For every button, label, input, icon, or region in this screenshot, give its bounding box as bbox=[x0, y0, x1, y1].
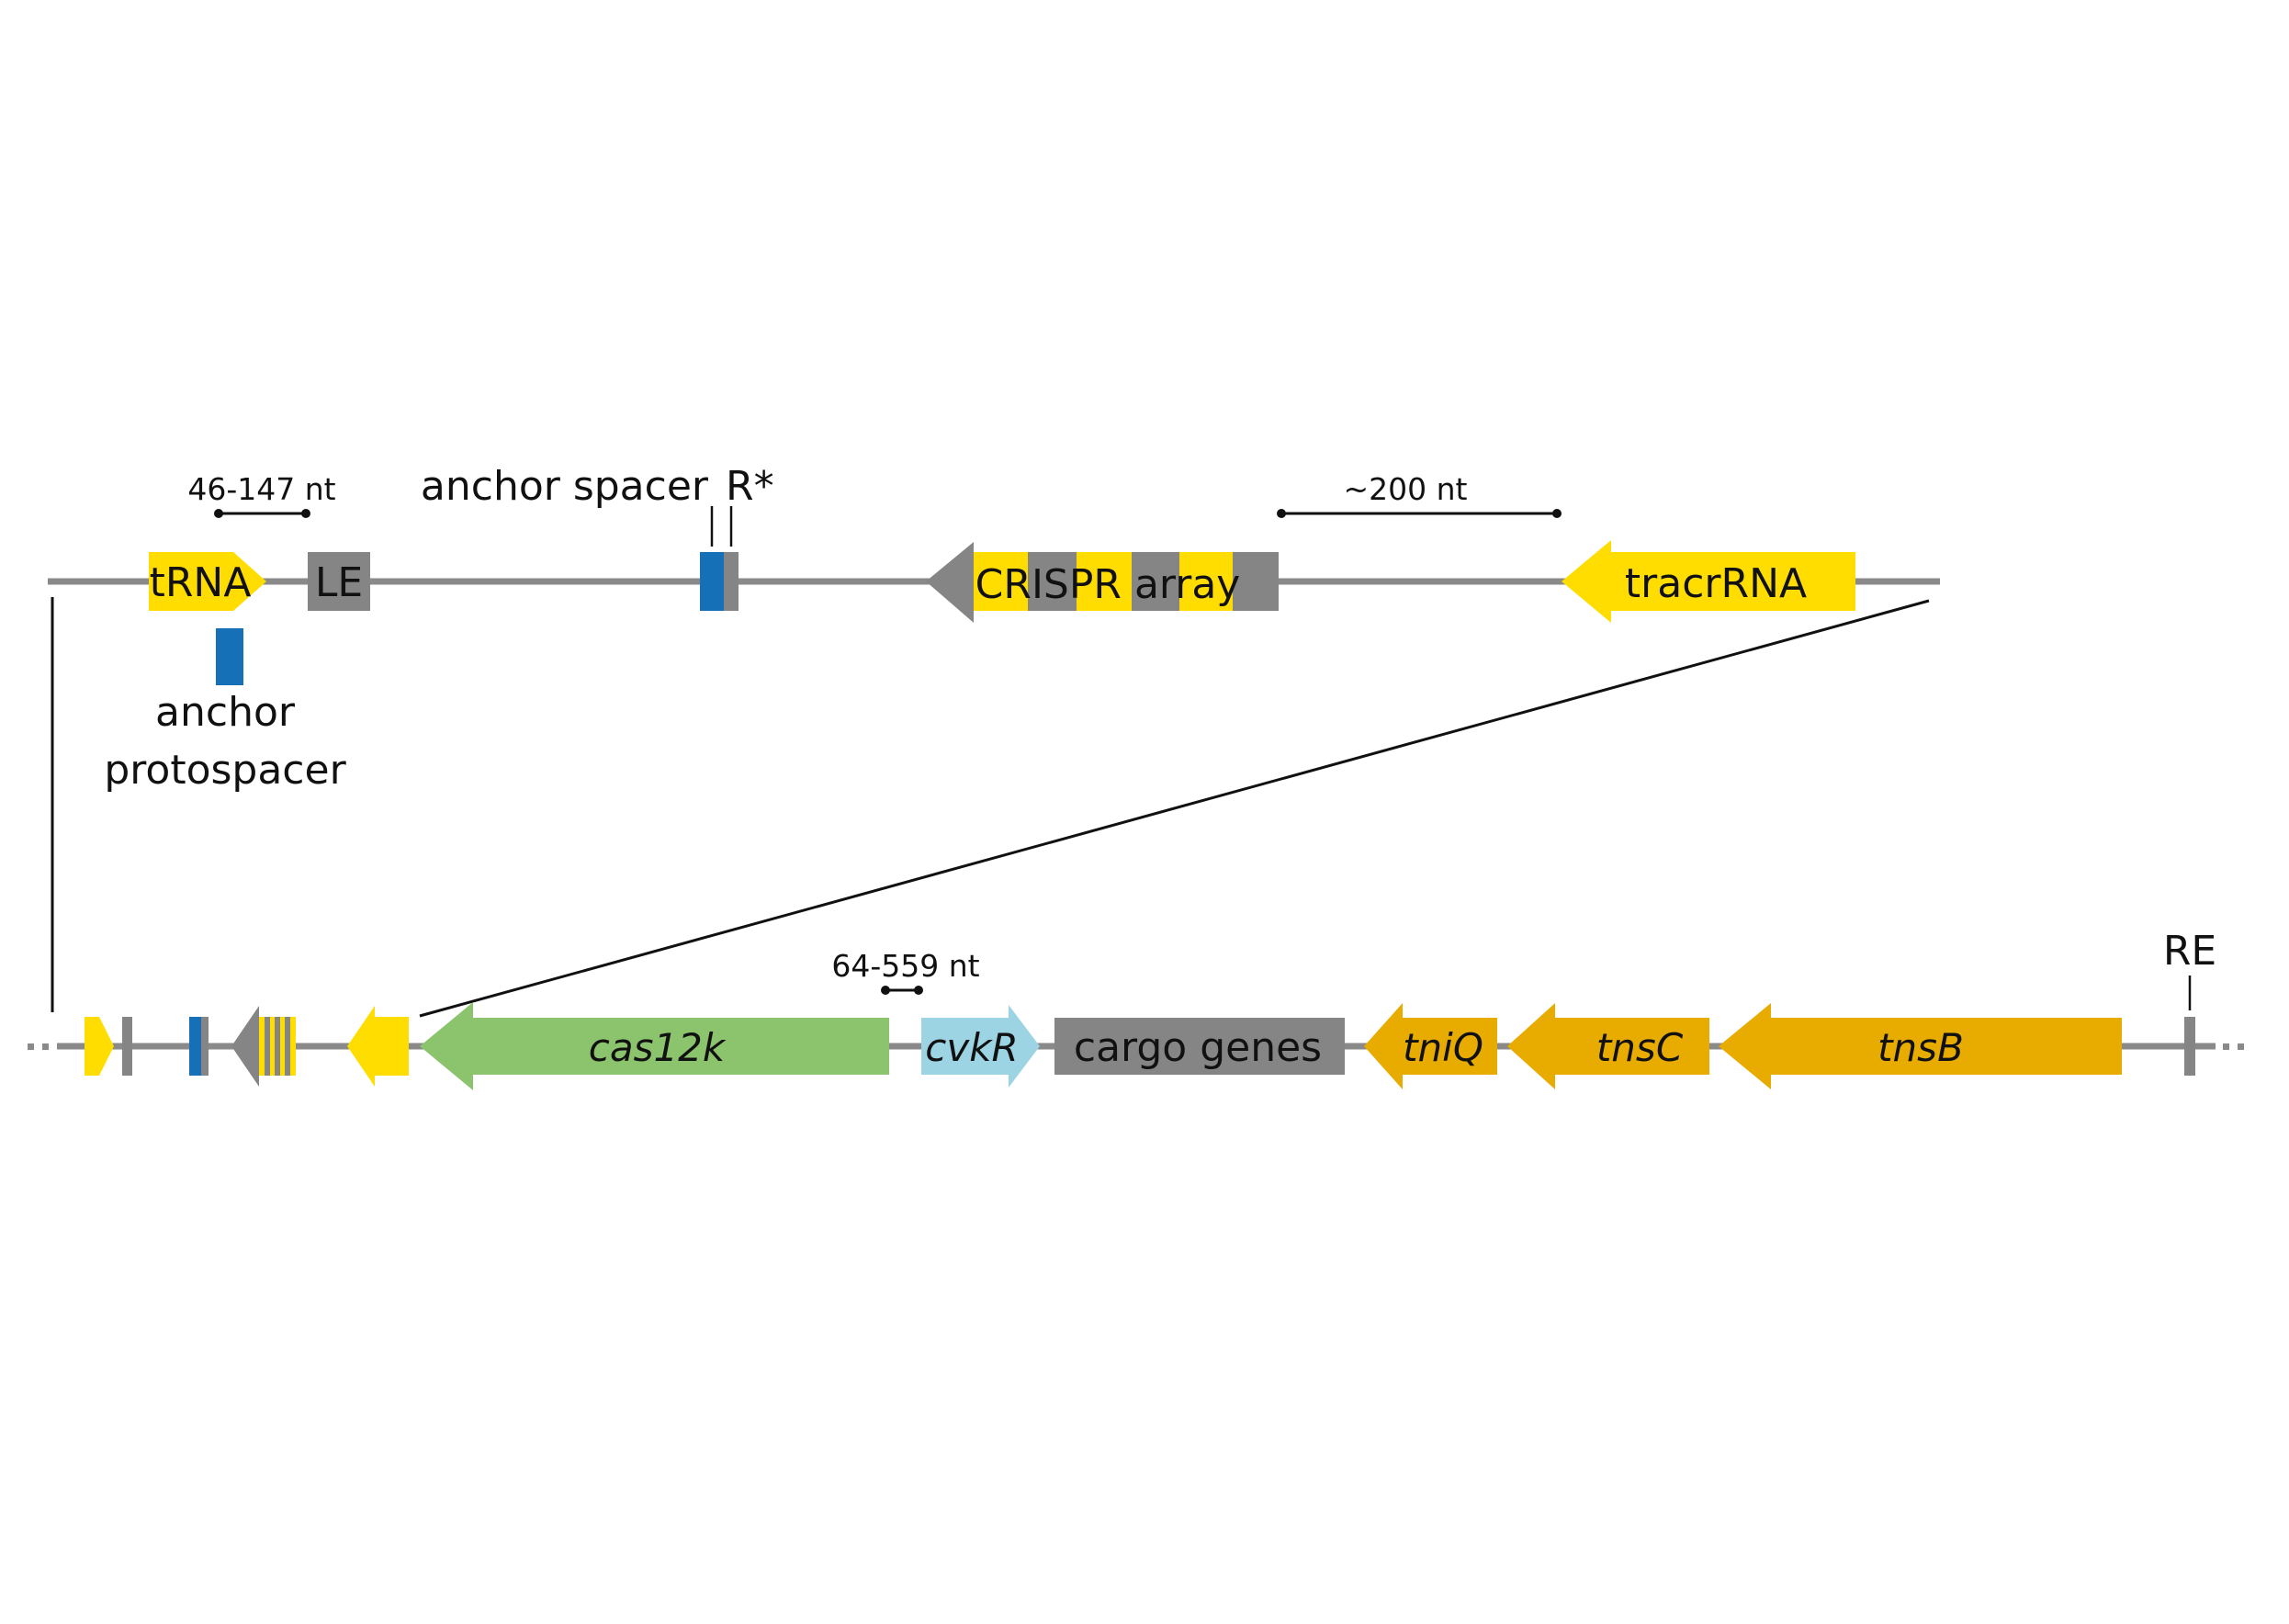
le-label: LE bbox=[315, 559, 363, 606]
mini-repeat-star bbox=[201, 1017, 209, 1076]
cvkr-label: cvkR bbox=[925, 1025, 1018, 1070]
distance-marker-array-tracr bbox=[1277, 509, 1562, 518]
bottom-backbone-dotted-right bbox=[2223, 1043, 2244, 1050]
tracrrna-label: tracrRNA bbox=[1625, 560, 1807, 607]
mini-tracrrna-arrow bbox=[347, 1006, 409, 1087]
tnsc-arrow bbox=[1507, 1003, 1709, 1089]
anchor-protospacer-label-line2: protospacer bbox=[104, 747, 346, 794]
mini-anchor-spacer bbox=[189, 1017, 201, 1076]
tracrrna-arrow bbox=[1562, 540, 1855, 623]
cas12k-label: cas12k bbox=[589, 1025, 727, 1070]
zoom-connector-right bbox=[419, 599, 1930, 1018]
trna-label: tRNA bbox=[150, 559, 252, 606]
tnsc-label: tnsC bbox=[1596, 1025, 1684, 1070]
anchor-protospacer-label-line1: anchor bbox=[155, 689, 296, 736]
tnsb-label: tnsB bbox=[1877, 1025, 1964, 1070]
tnsb-arrow bbox=[1719, 1003, 2122, 1089]
distance-label-trna-le: 46-147 nt bbox=[187, 471, 335, 507]
re-box bbox=[2184, 1017, 2195, 1076]
le-box bbox=[308, 552, 370, 611]
anchor-spacer-label: anchor spacer bbox=[421, 463, 709, 510]
crispr-array-label: CRISPR array bbox=[975, 561, 1241, 608]
distance-marker-trna-le bbox=[214, 509, 310, 518]
distance-marker-cas-cvkr bbox=[881, 986, 923, 995]
cargo-genes-box bbox=[1054, 1018, 1345, 1075]
distance-label-cas-cvkr: 64-559 nt bbox=[831, 948, 979, 984]
repeat-star-label: R* bbox=[726, 463, 774, 510]
mini-trna-arrow bbox=[85, 1017, 114, 1076]
crispr-array bbox=[926, 542, 1279, 623]
cargo-genes-label: cargo genes bbox=[1074, 1024, 1322, 1071]
cvkr-arrow bbox=[921, 1005, 1040, 1088]
mini-le-box bbox=[122, 1017, 132, 1076]
anchor-spacer-box bbox=[700, 552, 724, 611]
anchor-protospacer-box bbox=[216, 628, 243, 685]
bottom-backbone-dotted-left bbox=[28, 1043, 49, 1050]
trna-arrow bbox=[149, 552, 266, 611]
tniq-arrow bbox=[1364, 1003, 1497, 1089]
tniq-label: tniQ bbox=[1403, 1025, 1483, 1070]
re-label: RE bbox=[2163, 928, 2216, 975]
mini-crispr-array bbox=[231, 1006, 296, 1087]
cas12k-arrow bbox=[420, 1002, 889, 1090]
distance-label-array-tracr: ~200 nt bbox=[1344, 471, 1468, 507]
repeat-star-box bbox=[724, 552, 739, 611]
